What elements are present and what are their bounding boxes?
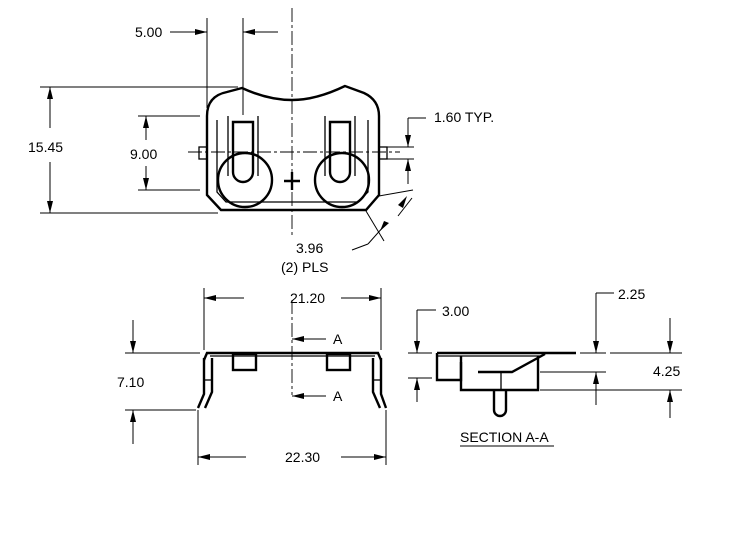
dim-arrow bbox=[398, 196, 407, 208]
dim-arrow bbox=[667, 390, 673, 402]
dim-front-height: 7.10 bbox=[117, 374, 144, 390]
dim-pin-width: 1.60 TYP. bbox=[434, 109, 494, 125]
dim-arrow bbox=[414, 378, 420, 390]
dim-ext-line bbox=[378, 189, 414, 197]
plus-mark bbox=[284, 172, 300, 190]
front-view: A A 21.20 22.30 7.10 bbox=[117, 288, 388, 465]
dim-chamfer: 3.96 bbox=[296, 240, 323, 256]
right-contact-pad bbox=[313, 151, 371, 209]
dim-arrow bbox=[405, 159, 411, 171]
dim-arrow bbox=[593, 341, 599, 353]
dim-body-width: 21.20 bbox=[290, 290, 325, 306]
dim-overall-width: 22.30 bbox=[285, 449, 320, 465]
dim-overall-height: 15.45 bbox=[28, 139, 63, 155]
left-contact bbox=[231, 352, 258, 372]
left-contact-slot bbox=[231, 120, 255, 184]
section-title: SECTION A-A bbox=[460, 429, 549, 445]
holder-outline bbox=[205, 84, 381, 212]
dim-line bbox=[397, 197, 413, 217]
dim-arrow bbox=[380, 221, 389, 231]
dim-slot-height: 9.00 bbox=[130, 146, 157, 162]
section-mark-top: A bbox=[333, 331, 343, 347]
dim-arrow bbox=[414, 341, 420, 353]
section-body bbox=[459, 356, 540, 392]
dim-section-height: 4.25 bbox=[653, 363, 680, 379]
right-leg bbox=[371, 358, 388, 409]
dim-arrow bbox=[47, 201, 53, 213]
dim-arrow bbox=[204, 295, 216, 301]
section-pin bbox=[492, 390, 508, 418]
dim-spring-offset: 2.25 bbox=[618, 286, 645, 302]
dim-arrow bbox=[369, 295, 381, 301]
dim-leader bbox=[351, 243, 369, 251]
right-side-tab bbox=[378, 146, 388, 160]
left-contact-pad bbox=[216, 151, 274, 209]
dim-arrow bbox=[374, 454, 386, 460]
section-spring-contact bbox=[478, 352, 546, 374]
section-view: 3.00 2.25 4.25 SECTION A-A bbox=[408, 286, 682, 447]
dim-arrow bbox=[198, 454, 210, 460]
dim-arrow bbox=[667, 341, 673, 353]
section-mark-bottom: A bbox=[333, 388, 343, 404]
right-slot-guides bbox=[324, 116, 356, 176]
dim-arrow bbox=[130, 410, 136, 422]
dim-contact-spacing: 5.00 bbox=[135, 24, 162, 40]
dim-section-top-offset: 3.00 bbox=[442, 303, 469, 319]
right-contact-slot bbox=[328, 120, 352, 184]
dim-arrow bbox=[405, 135, 411, 147]
left-side-tab bbox=[198, 146, 208, 160]
dim-arrow bbox=[130, 341, 136, 353]
dim-arrow bbox=[47, 87, 53, 99]
right-contact bbox=[325, 352, 352, 372]
top-view: 5.00 15.45 9.00 1.60 TYP. 3.9 bbox=[28, 8, 494, 275]
dim-arrow bbox=[243, 29, 255, 35]
left-leg bbox=[196, 358, 214, 409]
section-arrow bbox=[292, 336, 304, 342]
dim-arrow bbox=[593, 372, 599, 384]
section-left-frame bbox=[435, 353, 463, 382]
dim-arrow bbox=[143, 116, 149, 128]
dim-arrow bbox=[143, 178, 149, 190]
left-slot-guides bbox=[227, 116, 259, 176]
dim-chamfer-note: (2) PLS bbox=[281, 259, 328, 275]
front-top-plate bbox=[202, 351, 383, 361]
section-arrow bbox=[292, 393, 304, 399]
dim-arrow bbox=[195, 29, 207, 35]
dim-ext-line bbox=[365, 210, 385, 242]
